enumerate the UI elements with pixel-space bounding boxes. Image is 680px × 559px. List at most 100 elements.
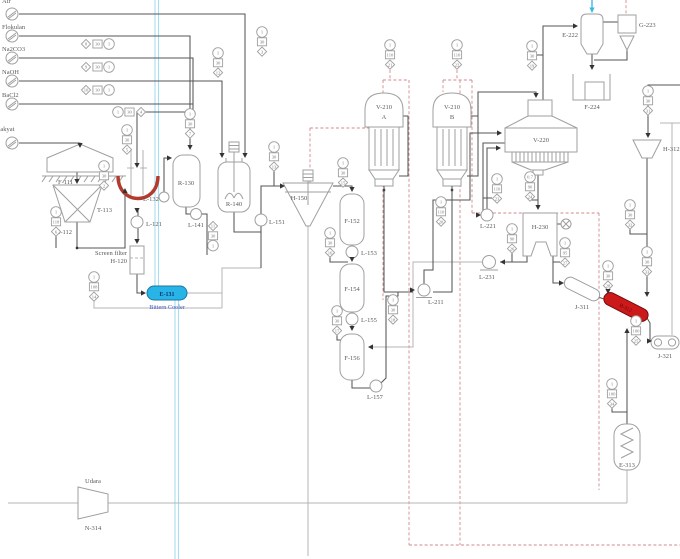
flow-arrowhead [74, 179, 80, 184]
circle-instrument-bubble: 1 [50, 206, 62, 218]
square-instrument-bubble: 30 [212, 58, 224, 68]
equipment-l231-pump: L-231 [479, 255, 498, 281]
label-j321: J-321 [658, 353, 672, 360]
diamond-instrument-bubble: 34 [606, 398, 618, 409]
instrument-value: 19 [530, 63, 535, 68]
equipment-l157-pump: L-157 [367, 379, 384, 401]
instrument-value: 30 [188, 122, 193, 127]
instrument-value: 1 [511, 227, 514, 232]
flow-arrowhead [496, 145, 501, 151]
agitator-motor-icon [228, 141, 240, 153]
square-instrument-bubble: 90 [506, 234, 518, 244]
equipment-r130-reactor: R-130 [172, 154, 201, 208]
instrument-value: 95 [563, 251, 568, 256]
label-c112: C-112 [56, 229, 72, 236]
instrument-value: 1 [217, 51, 220, 56]
label-h230: H-230 [532, 224, 549, 231]
equipment-g223-ejector: G-223 [617, 14, 656, 52]
instrument-value: 13 [272, 164, 277, 169]
label-j311: J-311 [575, 304, 589, 311]
instrument-value: 4 [140, 110, 143, 115]
flow-arrowhead [134, 239, 140, 244]
diamond-instrument-bubble: 25 [630, 335, 642, 346]
diamond-instrument-bubble: 14 [88, 291, 100, 302]
equipment-l132-pump: L-132 [143, 191, 170, 203]
square-instrument-bubble: 30 [268, 152, 280, 162]
instrument-value: 5 [126, 147, 129, 152]
instrument-value: 30 [216, 61, 221, 66]
flow-arrowhead [644, 292, 650, 297]
label-e131: E-131 [160, 292, 175, 298]
flow-arrowhead [167, 155, 172, 161]
label-f224: F-224 [584, 104, 600, 111]
instrument-value: 110 [438, 210, 445, 215]
instrument-value: 0.7 [527, 175, 533, 180]
equipment-f154-tank: F-154 [339, 263, 365, 313]
diamond-instrument-bubble: 33 [641, 266, 653, 277]
flow-arrowhead [533, 93, 539, 98]
circle-instrument-bubble: 1 [103, 38, 115, 50]
diamond-instrument-bubble: 15 [337, 177, 349, 188]
instrument-value: 1 [108, 42, 111, 47]
instrument-value: 30 [341, 171, 346, 176]
equipment-e313-air-heater: E-313 [613, 423, 641, 471]
flow-arrowhead [476, 212, 481, 218]
flow-arrowhead [122, 188, 128, 193]
diamond-instrument-bubble: 22 [451, 59, 463, 70]
label-na2co3: Na2CO3 [2, 46, 25, 53]
circle-instrument-bubble: 1 [435, 196, 447, 208]
circle-instrument-bubble: 1 [642, 85, 654, 97]
flow-arrowhead [500, 259, 505, 265]
label-n314: N-314 [85, 525, 102, 532]
equipment-l153-pump: L-153 [345, 245, 377, 259]
flow-arrowhead [134, 163, 140, 168]
equipment-t113-trough: T-113 [97, 150, 160, 214]
instrument-value: 16 [328, 250, 333, 255]
diamond-instrument-bubble: 10 [80, 84, 92, 96]
instrument-value: 1 [93, 275, 96, 280]
feed-lines: Air Flokulan Na2CO3 NaOH BaCl2 Rakyat [0, 0, 26, 150]
square-instrument-bubble: 30 [331, 316, 343, 326]
label-l132: L-132 [143, 196, 159, 203]
label-screen-filter: Screen filter [95, 250, 128, 257]
equipment-e222-condenser: E-222 [562, 13, 604, 55]
label-h120: H-120 [110, 258, 127, 265]
instrument-value: 1 [629, 203, 632, 208]
diamond-instrument-bubble: 24 [524, 191, 536, 202]
instrument-value: 1 [440, 200, 443, 205]
diamond-instrument-bubble: 4 [135, 106, 147, 118]
circle-instrument-bubble: 1 [384, 39, 396, 51]
equipment-h230-centrifuge: H-230 [522, 212, 572, 257]
highlight-cyan-cooler [146, 285, 188, 301]
instrument-value: 15 [341, 180, 346, 185]
instrument-value: 6 [55, 229, 58, 234]
label-h312: H-312 [663, 146, 680, 153]
instrument-value: 27 [563, 260, 568, 265]
label-l141: L-141 [188, 222, 204, 229]
square-instrument-bubble: 30 [641, 257, 653, 267]
instrument-value: 1 [646, 250, 649, 255]
instrument-value: 20 [439, 219, 444, 224]
instrument-value: 14 [92, 294, 97, 299]
instrument-value: 118 [53, 220, 60, 225]
instrument-value: 24 [528, 194, 533, 199]
flow-arrowhead [605, 289, 611, 294]
instrument-value: 3 [261, 49, 264, 54]
diamond-instrument-bubble: 19 [526, 60, 538, 71]
instrument-value: 26 [510, 246, 515, 251]
square-instrument-bubble: 30 [256, 37, 268, 47]
feed-pump-icon [5, 97, 19, 111]
label-bacl2: BaCl2 [2, 92, 19, 99]
circle-instrument-bubble: 1 [112, 106, 124, 118]
instrument-value: 108 [91, 285, 99, 290]
diamond-instrument-bubble: 23 [491, 193, 503, 204]
diamond-instrument-bubble: 27 [559, 257, 571, 268]
circle-instrument-bubble: 1 [451, 39, 463, 51]
instrument-value: 9 [85, 65, 88, 70]
instrument-value: 1 [126, 128, 129, 133]
highlight-red-trough [116, 175, 160, 201]
square-instrument-bubble: 30 [184, 119, 196, 129]
circle-instrument-bubble: 1 [630, 315, 642, 327]
circle-instrument-bubble: 1 [624, 199, 636, 211]
